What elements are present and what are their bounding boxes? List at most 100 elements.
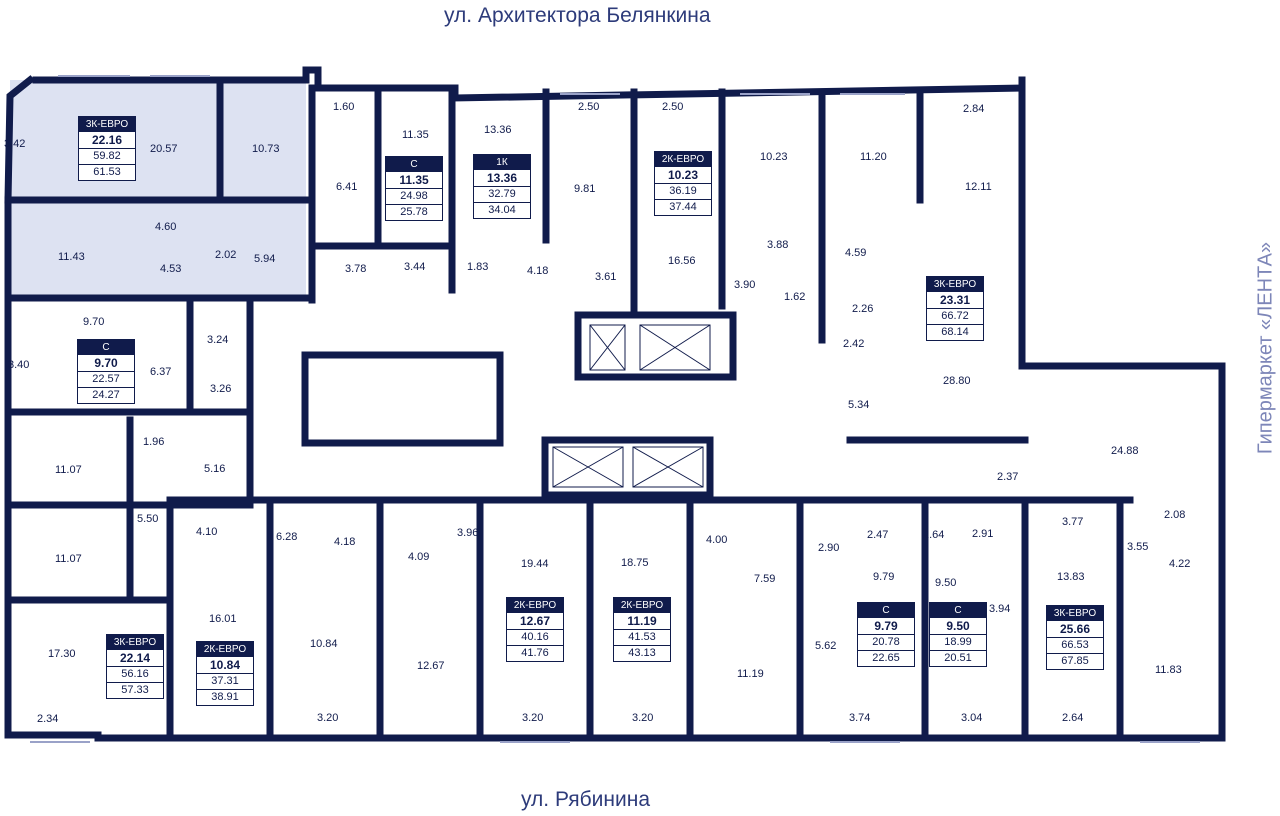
room-area: 3.61: [595, 271, 616, 283]
room-area: 3.88: [767, 239, 788, 251]
room-area: 2.08: [1164, 509, 1185, 521]
room-area: 2.91: [972, 528, 993, 540]
room-area: 6.37: [150, 366, 171, 378]
room-area: 4.60: [155, 221, 176, 233]
room-area: 3.40: [8, 359, 29, 371]
room-area: 9.81: [574, 183, 595, 195]
room-area: 2.90: [818, 542, 839, 554]
room-area: 11.83: [1155, 664, 1182, 676]
room-area: 5.50: [137, 513, 158, 525]
room-area: 4.59: [845, 247, 866, 259]
room-area: 5.16: [204, 463, 225, 475]
apartment-label[interactable]: 3К-ЕВРО 22.16 59.82 61.53: [78, 116, 136, 181]
room-area: 5.62: [815, 640, 836, 652]
room-area: 3.44: [404, 261, 425, 273]
room-area: 4.22: [1169, 558, 1190, 570]
apartment-kitchen-area: 11.35: [386, 172, 442, 189]
apartment-total-area: 37.44: [669, 201, 697, 213]
room-area: 3.96: [457, 527, 478, 539]
apartment-label[interactable]: 1К 13.36 32.79 34.04: [473, 154, 531, 219]
apartment-type: 2К-ЕВРО: [197, 642, 253, 657]
apartment-label[interactable]: 3К-ЕВРО 25.66 66.53 67.85: [1046, 605, 1104, 670]
room-area: 1.83: [467, 261, 488, 273]
room-area: 11.35: [402, 129, 429, 141]
room-area: 24.88: [1111, 445, 1139, 457]
apartment-living-area: 32.79: [474, 187, 530, 203]
elevator-shafts: [552, 324, 711, 488]
room-area: 5.34: [848, 399, 869, 411]
room-area: 2.50: [662, 101, 683, 113]
room-area: 3.24: [207, 334, 228, 346]
room-area: 2.34: [37, 713, 58, 725]
apartment-total-area: 41.76: [521, 647, 549, 659]
apartment-label[interactable]: С 11.35 24.98 25.78: [385, 156, 443, 221]
apartment-kitchen-area: 22.14: [107, 650, 163, 667]
apartment-total-area: 61.53: [93, 166, 121, 178]
apartment-label[interactable]: 2К-ЕВРО 10.84 37.31 38.91: [196, 641, 254, 706]
room-area: 10.84: [310, 638, 338, 650]
apartment-label[interactable]: 3К-ЕВРО 23.31 66.72 68.14: [926, 276, 984, 341]
apartment-label[interactable]: 2К-ЕВРО 12.67 40.16 41.76: [506, 597, 564, 662]
apartment-type: 2К-ЕВРО: [614, 598, 670, 613]
street-name-top: ул. Архитектора Белянкина: [444, 4, 711, 27]
apartment-kitchen-area: 12.67: [507, 613, 563, 630]
room-area: 3.42: [4, 138, 25, 150]
apartment-kitchen-area: 10.23: [655, 167, 711, 184]
room-area: 2.47: [867, 529, 888, 541]
apartment-total-area: 34.04: [488, 204, 516, 216]
room-area: 10.73: [252, 143, 280, 155]
room-area: 11.19: [737, 668, 764, 680]
apartment-label[interactable]: 2К-ЕВРО 10.23 36.19 37.44: [654, 151, 712, 216]
apartment-total-area: 24.27: [92, 389, 120, 401]
room-area: 2.37: [997, 471, 1018, 483]
room-area: 3.26: [210, 383, 231, 395]
room-area: 11.07: [55, 553, 82, 565]
room-area: 7.59: [754, 573, 775, 585]
room-area-labels: 3.42 20.57 10.73 1.60 11.35 13.36 2.50 2…: [4, 101, 1190, 725]
room-area: 3.04: [961, 712, 982, 724]
room-area: 4.10: [196, 526, 217, 538]
street-name-bottom: ул. Рябинина: [521, 788, 651, 811]
walls: [4, 66, 1226, 742]
room-area: 2.64: [923, 529, 944, 541]
apartment-total-area: 22.65: [872, 652, 900, 664]
apartment-kitchen-area: 11.19: [614, 613, 670, 630]
apartment-label[interactable]: С 9.50 18.99 20.51: [929, 602, 987, 667]
apartment-kitchen-area: 9.79: [858, 618, 914, 635]
room-area: 3.20: [632, 712, 653, 724]
apartment-living-area: 66.72: [927, 309, 983, 325]
apartment-type: С: [78, 340, 134, 355]
room-area: 2.26: [852, 303, 873, 315]
room-area: 20.57: [150, 143, 178, 155]
room-area: 3.78: [345, 263, 366, 275]
room-area: 2.84: [963, 103, 984, 115]
room-area: 4.18: [527, 265, 548, 277]
room-area: 17.30: [48, 648, 76, 660]
apartment-kitchen-area: 9.50: [930, 618, 986, 635]
apartment-kitchen-area: 13.36: [474, 170, 530, 187]
room-area: 6.41: [336, 181, 357, 193]
apartment-type: С: [930, 603, 986, 618]
highlighted-apartment[interactable]: [10, 80, 306, 298]
room-area: 18.75: [621, 557, 649, 569]
apartment-label[interactable]: 2К-ЕВРО 11.19 41.53 43.13: [613, 597, 671, 662]
apartment-living-area: 18.99: [930, 635, 986, 651]
apartment-label[interactable]: С 9.79 20.78 22.65: [857, 602, 915, 667]
apartment-label[interactable]: С 9.70 22.57 24.27: [77, 339, 135, 404]
apartment-total-area: 43.13: [628, 647, 656, 659]
apartment-living-area: 40.16: [507, 630, 563, 646]
room-area: 19.44: [521, 558, 549, 570]
apartment-type: 3К-ЕВРО: [927, 277, 983, 292]
room-area: 28.80: [943, 375, 971, 387]
apartment-total-area: 25.78: [400, 206, 428, 218]
apartment-living-area: 22.57: [78, 372, 134, 388]
apartment-living-area: 37.31: [197, 674, 253, 690]
room-area: 11.43: [58, 251, 85, 263]
room-area: 11.07: [55, 464, 82, 476]
room-area: 11.20: [860, 151, 887, 163]
apartment-label[interactable]: 3К-ЕВРО 22.14 56.16 57.33: [106, 634, 164, 699]
apartment-type: С: [386, 157, 442, 172]
room-area: 2.42: [843, 338, 864, 350]
apartment-kitchen-area: 22.16: [79, 132, 135, 149]
